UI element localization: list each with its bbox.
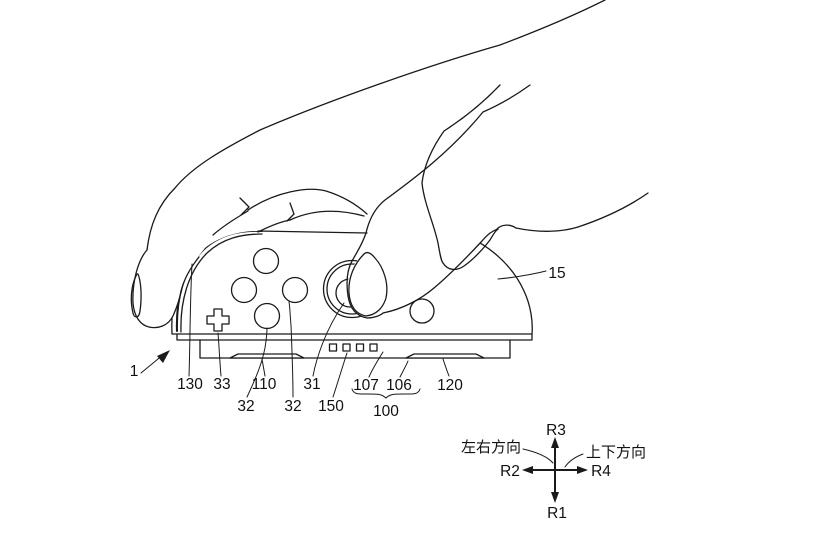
thumb-nail [348, 251, 388, 317]
finger-nail [130, 273, 142, 318]
bottom-band [176, 333, 533, 341]
legend-left: R2 [500, 463, 520, 480]
brace-100 [351, 388, 421, 399]
finger-fold-2 [247, 188, 368, 215]
leader-vertical-label [564, 453, 584, 468]
knuckle-crease-2 [286, 202, 295, 222]
connector-pin-4 [369, 343, 378, 352]
leader-31 [312, 302, 345, 377]
reference-labels: 1 130 33 110 32 32 31 150 107 106 100 12… [130, 263, 566, 420]
leader-110 [261, 358, 266, 377]
hand-drawing [130, 0, 651, 329]
legend-right: R4 [591, 463, 611, 480]
arrow-down [551, 492, 559, 503]
label-15: 15 [548, 265, 565, 282]
label-110: 110 [252, 376, 277, 393]
thumb-outline [346, 84, 531, 319]
leader-106 [399, 360, 409, 378]
connector-pin-1 [328, 343, 338, 352]
hand-bottom-contour [515, 192, 649, 232]
index-finger-hook [496, 224, 517, 230]
label-120: 120 [437, 377, 463, 394]
label-106: 106 [386, 377, 412, 394]
face-button-top [252, 247, 280, 275]
label-150: 150 [318, 398, 344, 415]
finger-fold-1 [212, 210, 249, 236]
leader-130 [188, 263, 193, 377]
label-33: 33 [213, 376, 230, 393]
label-31: 31 [303, 376, 320, 393]
finger-fold-4 [289, 210, 365, 221]
leader-33 [217, 332, 222, 377]
hand-outline [146, 0, 606, 251]
rail-strip-right [405, 353, 485, 359]
leader-32-right [288, 301, 294, 398]
label-130: 130 [177, 376, 203, 393]
rail-strip-left [229, 353, 305, 359]
index-finger [421, 84, 501, 271]
arrow-up [551, 437, 559, 448]
legend-down: R1 [547, 505, 567, 522]
knuckle-crease-1 [239, 197, 250, 216]
legend-horizontal-axis-label: 左右方向 [461, 439, 521, 456]
edge-strip-inner [180, 233, 263, 333]
finger-tip-inner-edge [180, 256, 200, 292]
leader-15 [497, 270, 547, 280]
face-button-left [230, 276, 258, 304]
label-32-lower: 32 [237, 398, 254, 415]
leader-107 [368, 351, 384, 378]
bottom-rail [199, 339, 511, 359]
connector-pin-3 [355, 343, 365, 352]
connector-pin-2 [342, 343, 351, 352]
leader-120 [442, 358, 450, 377]
finger-front-line [257, 230, 368, 234]
label-107: 107 [353, 377, 379, 394]
arrow-left [522, 466, 533, 474]
plus-button [206, 308, 230, 332]
label-100: 100 [373, 403, 399, 420]
label-32-right: 32 [284, 398, 301, 415]
label-1: 1 [130, 363, 139, 380]
arrow-right [577, 466, 588, 474]
direction-legend: R3 R1 R2 R4 左右方向 上下方向 [461, 422, 646, 522]
face-button-right [281, 276, 309, 304]
leader-150 [332, 352, 348, 398]
leader-horizontal-label [522, 448, 554, 464]
side-button [409, 298, 435, 324]
hand-silhouette [132, 0, 651, 328]
legend-up: R3 [546, 422, 566, 439]
legend-vertical-axis-label: 上下方向 [586, 444, 646, 461]
leader-32-lower [246, 327, 268, 398]
finger-tip [132, 249, 182, 329]
arrow-1-head [157, 350, 170, 363]
